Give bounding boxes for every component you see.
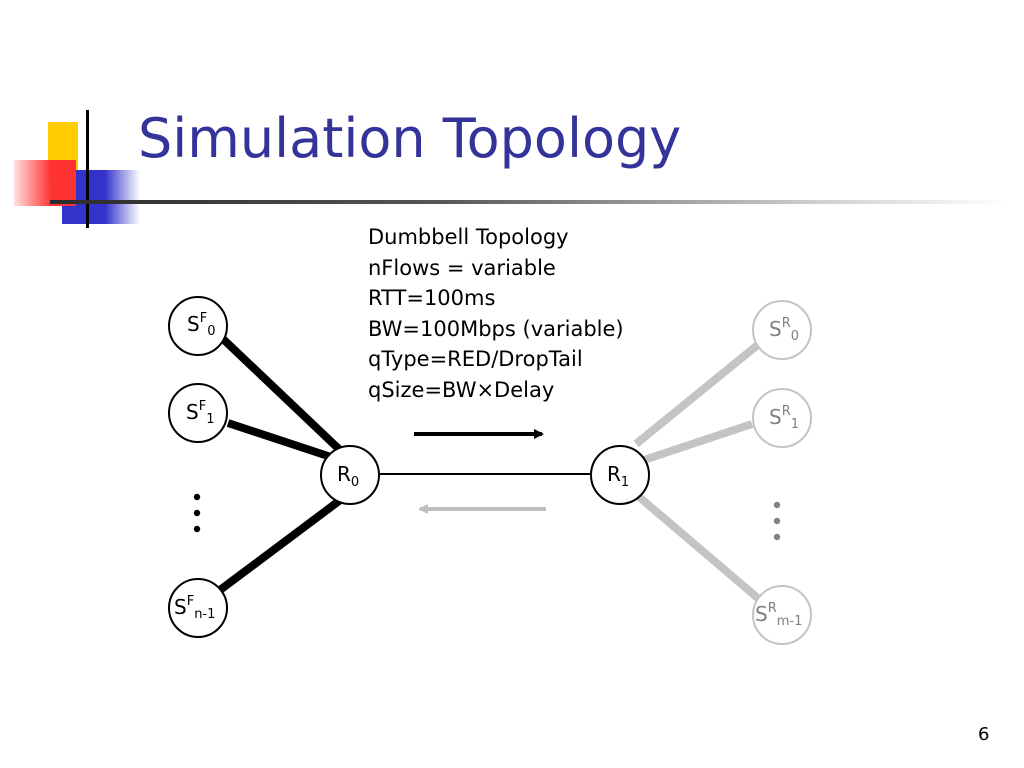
page-title: Simulation Topology	[138, 107, 682, 170]
node-sf1-sub: 1	[206, 412, 214, 427]
node-sr0-base: S	[769, 317, 782, 341]
link-sfn-r0	[217, 494, 346, 594]
svg-text:SFn-1: SFn-1	[174, 594, 215, 622]
receiver-ellipsis	[773, 501, 781, 541]
node-srm-sup: R	[768, 601, 777, 616]
node-sr1: SR1	[752, 388, 812, 448]
node-sf0-sup: F	[200, 311, 207, 326]
svg-text:SRm-1: SRm-1	[755, 601, 802, 629]
svg-text:SR0: SR0	[769, 316, 799, 344]
title-underline	[50, 200, 1010, 204]
svg-text:SR1: SR1	[769, 404, 799, 432]
param-bw: BW=100Mbps (variable)	[368, 316, 624, 341]
param-topology: Dumbbell Topology	[368, 225, 569, 249]
deco-vertical-line	[86, 110, 89, 228]
topology-parameters: Dumbbell Topology nFlows = variable RTT=…	[368, 222, 624, 405]
node-sr1-sup: R	[782, 404, 791, 419]
param-nflows: nFlows = variable	[368, 255, 556, 280]
node-sr1-base: S	[769, 405, 782, 429]
node-r0-base: R	[337, 462, 351, 486]
node-sf0-base: S	[187, 312, 200, 336]
node-sr0-sub: 0	[791, 329, 799, 344]
node-sr1-sub: 1	[791, 417, 799, 432]
node-sf1-base: S	[186, 400, 199, 424]
sender-ellipsis	[193, 493, 201, 533]
link-sf1-r0	[226, 419, 336, 462]
svg-text:R1: R1	[607, 462, 629, 490]
param-qsize: qSize=BW×Delay	[368, 377, 555, 402]
node-sfn-base: S	[174, 595, 187, 619]
page-number: 6	[978, 724, 990, 745]
node-r1-base: R	[607, 462, 621, 486]
node-sfn: SFn-1	[168, 578, 228, 638]
svg-text:SF1: SF1	[186, 399, 214, 427]
node-sf1-sup: F	[199, 399, 206, 414]
link-sf0-r0	[219, 335, 345, 455]
node-sf0-sub: 0	[207, 324, 215, 339]
node-sfn-sup: F	[187, 594, 194, 609]
node-sf1: SF1	[168, 383, 228, 443]
deco-red-square	[14, 160, 76, 206]
param-rtt: RTT=100ms	[368, 286, 496, 310]
link-sr1-r1	[642, 420, 754, 464]
node-sfn-sub: n-1	[194, 607, 215, 622]
node-sr0-sup: R	[782, 316, 791, 331]
node-r0: R0	[320, 445, 380, 505]
svg-text:SF0: SF0	[187, 311, 215, 339]
param-qtype: qType=RED/DropTail	[368, 347, 583, 371]
node-srm-base: S	[755, 602, 768, 626]
link-sr0-r1	[633, 339, 763, 448]
node-sf0: SF0	[168, 296, 228, 356]
node-srm-sub: m-1	[777, 614, 803, 629]
node-r1-sub: 1	[621, 475, 629, 490]
svg-text:R0: R0	[337, 462, 359, 490]
node-srm: SRm-1	[752, 585, 812, 645]
node-r0-sub: 0	[351, 475, 359, 490]
link-srm-r1	[635, 492, 763, 604]
node-sr0: SR0	[752, 300, 812, 360]
node-r1: R1	[590, 445, 650, 505]
